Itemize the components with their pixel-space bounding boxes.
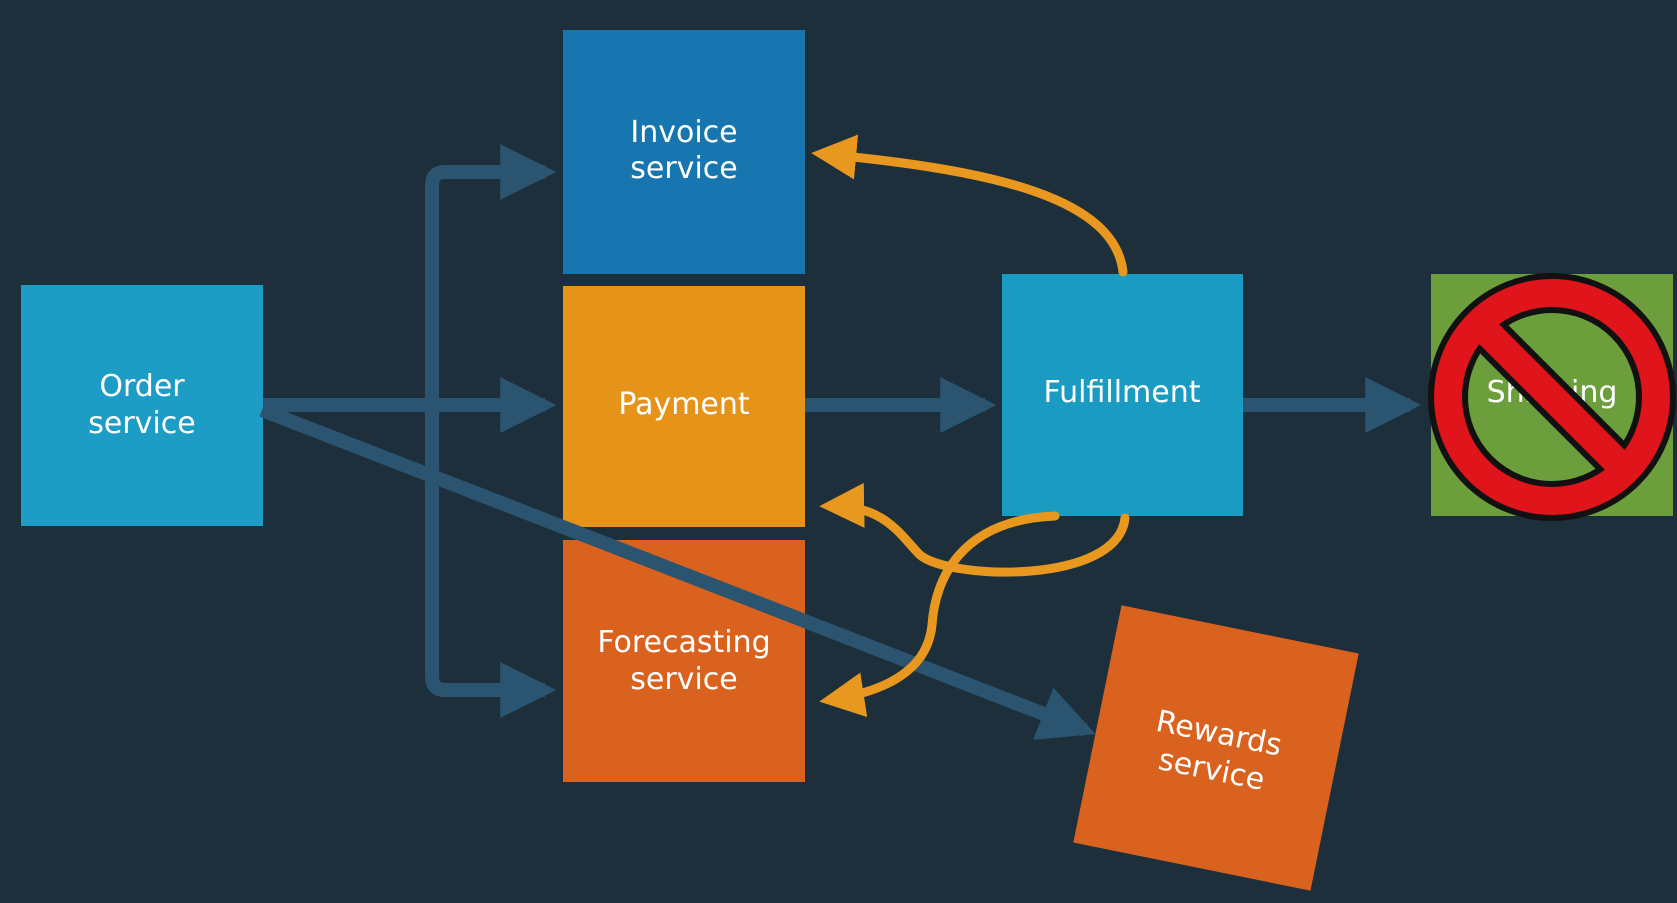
arrow-fulfillment-to-payment [819, 482, 1130, 577]
rewards-service-node: Rewards service [1073, 605, 1359, 891]
order-service-node: Order service [21, 285, 263, 526]
invoice-service-label-line2: service [630, 151, 737, 186]
fulfillment-label: Fulfillment [1044, 375, 1201, 410]
forecasting-service-node: Forecasting service [563, 540, 805, 782]
arrow-fulfillment-to-forecasting [819, 511, 1060, 718]
forecasting-service-label-line2: service [630, 662, 737, 697]
prohibited-icon [1428, 273, 1676, 521]
payment-node: Payment [563, 286, 805, 527]
arrow-order-to-rewards [259, 403, 1096, 740]
fulfillment-node: Fulfillment [1002, 274, 1243, 516]
order-service-label-line1: Order [99, 369, 185, 404]
shipping-node: Shipping [1428, 273, 1676, 521]
invoice-service-node: Invoice service [563, 30, 805, 274]
blue-connectors [262, 144, 1422, 718]
forecasting-service-label-line1: Forecasting [597, 625, 770, 660]
invoice-service-label-line1: Invoice [630, 115, 737, 150]
arrow-branch-to-forecasting [425, 405, 557, 718]
arrow-branch-to-invoice [425, 144, 557, 405]
arrow-fulfillment-to-invoice [811, 134, 1128, 277]
orange-callbacks [811, 134, 1130, 718]
payment-label: Payment [618, 387, 750, 422]
order-service-label-line2: service [88, 406, 195, 441]
